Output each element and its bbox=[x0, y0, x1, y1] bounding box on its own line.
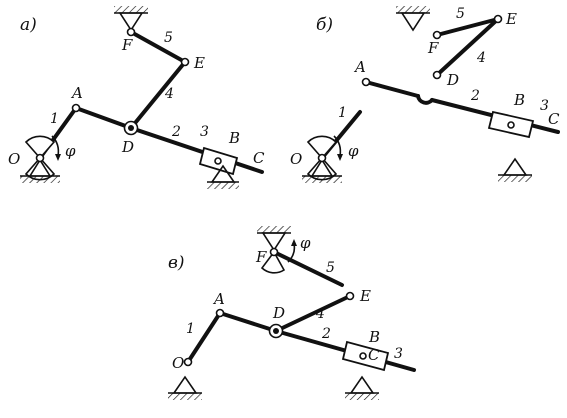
link-4-b bbox=[435, 17, 500, 77]
joint-o-a bbox=[35, 153, 45, 163]
label-phi-c: φ bbox=[300, 234, 311, 252]
link-4-c bbox=[274, 294, 352, 333]
diagram-a: а) bbox=[8, 6, 265, 189]
label-b-a: B bbox=[228, 129, 240, 147]
joint-b-b bbox=[507, 121, 515, 129]
label-4-c: 4 bbox=[315, 306, 325, 322]
support-f-a bbox=[114, 6, 148, 32]
label-f-b: F bbox=[427, 39, 439, 57]
joint-a-a bbox=[71, 103, 81, 113]
link-1-c bbox=[186, 311, 222, 364]
label-c-c: C bbox=[368, 346, 380, 364]
label-2-b: 2 bbox=[470, 88, 480, 104]
label-1-c: 1 bbox=[186, 321, 195, 337]
label-2-c: 2 bbox=[321, 326, 331, 342]
sector-f-c bbox=[260, 250, 286, 274]
support-f-c bbox=[257, 226, 291, 252]
label-o-a: O bbox=[8, 150, 20, 168]
diagram-b: б) bbox=[290, 6, 560, 183]
label-d-b: D bbox=[446, 71, 459, 89]
label-o-c: O bbox=[172, 354, 184, 372]
joint-o-c bbox=[183, 357, 193, 367]
label-d-c: D bbox=[272, 304, 285, 322]
label-c-a: C bbox=[253, 149, 265, 167]
joint-e-b bbox=[493, 14, 503, 24]
support-b-c bbox=[345, 375, 379, 400]
joint-b-a bbox=[214, 157, 222, 165]
link-2-notch-b bbox=[416, 94, 434, 105]
support-o-b bbox=[302, 135, 342, 183]
support-b-a bbox=[207, 164, 239, 189]
label-e-b: E bbox=[505, 10, 517, 28]
diagram-a-sublabel: а) bbox=[20, 15, 37, 35]
joint-f-c bbox=[269, 247, 279, 257]
joint-a-b bbox=[361, 77, 371, 87]
label-3-b: 3 bbox=[540, 98, 549, 114]
support-top-b bbox=[396, 6, 430, 32]
joint-a-c bbox=[215, 308, 225, 318]
diagram-b-sublabel: б) bbox=[316, 15, 333, 35]
link-5-b bbox=[435, 17, 500, 37]
label-3-c: 3 bbox=[394, 346, 403, 362]
link-5-a bbox=[129, 30, 187, 64]
label-o-b: O bbox=[290, 150, 302, 168]
label-5-c: 5 bbox=[326, 260, 335, 276]
label-f-c: F bbox=[255, 248, 267, 266]
link-5-c bbox=[272, 250, 344, 287]
label-1-b: 1 bbox=[338, 105, 347, 121]
link-2-a bbox=[129, 126, 264, 174]
label-b-b: B bbox=[513, 91, 525, 109]
joint-b-c bbox=[359, 352, 367, 360]
joint-e-c bbox=[345, 291, 355, 301]
joint-f-b bbox=[432, 30, 442, 40]
label-f-a: F bbox=[121, 36, 133, 54]
support-b-b bbox=[498, 157, 532, 182]
label-b-c: B bbox=[368, 328, 380, 346]
joint-e-a bbox=[180, 57, 190, 67]
link-ad-c bbox=[218, 311, 278, 333]
label-a-b: A bbox=[353, 58, 366, 76]
label-a-c: A bbox=[212, 290, 225, 308]
support-o-a bbox=[20, 135, 60, 183]
label-5-a: 5 bbox=[164, 30, 173, 46]
label-e-c: E bbox=[359, 287, 371, 305]
joint-d-b bbox=[432, 70, 442, 80]
label-5-b: 5 bbox=[456, 6, 465, 22]
label-c-b: C bbox=[548, 110, 560, 128]
label-3-a: 3 bbox=[200, 124, 209, 140]
label-d-a: D bbox=[121, 138, 134, 156]
label-a-a: A bbox=[70, 84, 83, 102]
joint-f-a bbox=[126, 27, 136, 37]
label-4-b: 4 bbox=[476, 50, 486, 66]
support-o-c bbox=[168, 375, 202, 400]
label-e-a: E bbox=[193, 54, 205, 72]
joint-o-b bbox=[317, 153, 327, 163]
label-4-a: 4 bbox=[164, 86, 174, 102]
link-ad-a bbox=[74, 106, 133, 130]
label-phi-a: φ bbox=[65, 142, 76, 160]
label-phi-b: φ bbox=[348, 142, 359, 160]
link-2-left-b bbox=[364, 80, 420, 98]
label-2-a: 2 bbox=[171, 124, 181, 140]
diagram-c: в) bbox=[168, 226, 416, 400]
diagram-c-sublabel: в) bbox=[168, 253, 185, 273]
label-1-a: 1 bbox=[50, 111, 59, 127]
link-4-a bbox=[129, 60, 187, 130]
